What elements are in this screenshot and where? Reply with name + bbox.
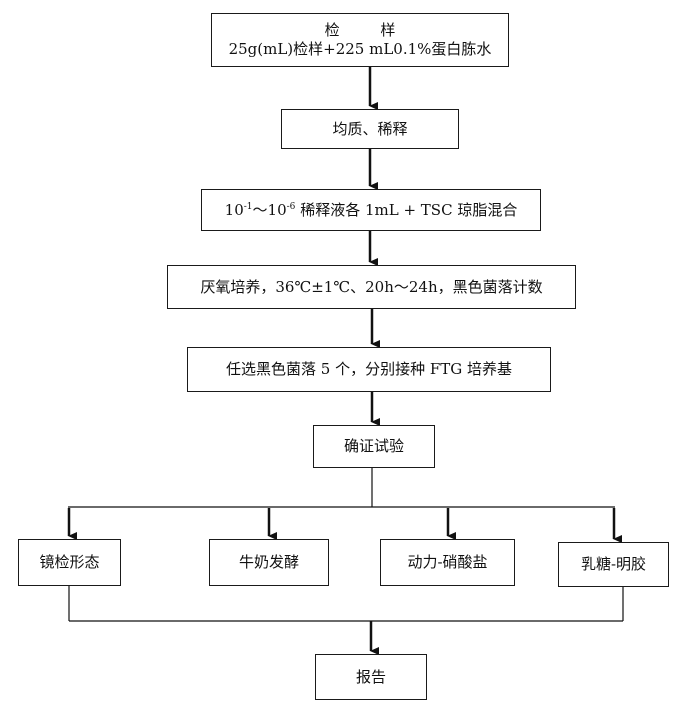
test-box-lactose-gelatin: 乳糖-明胶: [558, 542, 669, 587]
sample-box: 检 样 25g(mL)检样+225 mL0.1%蛋白胨水: [211, 13, 509, 67]
dilution-prefix: 10: [224, 200, 244, 219]
test-label-microscopy: 镜检形态: [39, 553, 100, 572]
report-box: 报告: [315, 654, 427, 700]
dilution-exp-end: -6: [286, 201, 296, 212]
incubate-box: 厌氧培养，36℃±1℃、20h～24h，黑色菌落计数: [167, 265, 576, 309]
test-box-microscopy: 镜检形态: [18, 539, 121, 586]
report-label: 报告: [355, 667, 386, 686]
homogenize-box: 均质、稀释: [281, 109, 459, 149]
test-box-milk-fermentation: 牛奶发酵: [209, 539, 329, 586]
confirm-box: 确证试验: [313, 425, 435, 468]
test-label-motility-nitrate: 动力-硝酸盐: [407, 553, 488, 572]
dilution-label: 10-1～10-6 稀释液各 1mL + TSC 琼脂混合: [225, 201, 518, 220]
dilution-tilde: ～10: [252, 200, 287, 219]
confirm-label: 确证试验: [343, 437, 404, 456]
test-label-milk-fermentation: 牛奶发酵: [238, 553, 299, 572]
test-label-lactose-gelatin: 乳糖-明胶: [580, 555, 647, 574]
dilution-box: 10-1～10-6 稀释液各 1mL + TSC 琼脂混合: [201, 189, 541, 231]
incubate-label: 厌氧培养，36℃±1℃、20h～24h，黑色菌落计数: [200, 277, 543, 296]
sample-detail: 25g(mL)检样+225 mL0.1%蛋白胨水: [228, 40, 492, 58]
dilution-exp-start: -1: [243, 201, 253, 212]
dilution-suffix: 稀释液各 1mL + TSC 琼脂混合: [295, 200, 518, 219]
select-box: 任选黑色菌落 5 个，分别接种 FTG 培养基: [187, 347, 551, 392]
homogenize-label: 均质、稀释: [332, 119, 408, 138]
sample-title: 检 样: [324, 21, 414, 40]
test-box-motility-nitrate: 动力-硝酸盐: [380, 539, 515, 586]
select-label: 任选黑色菌落 5 个，分别接种 FTG 培养基: [225, 360, 512, 379]
